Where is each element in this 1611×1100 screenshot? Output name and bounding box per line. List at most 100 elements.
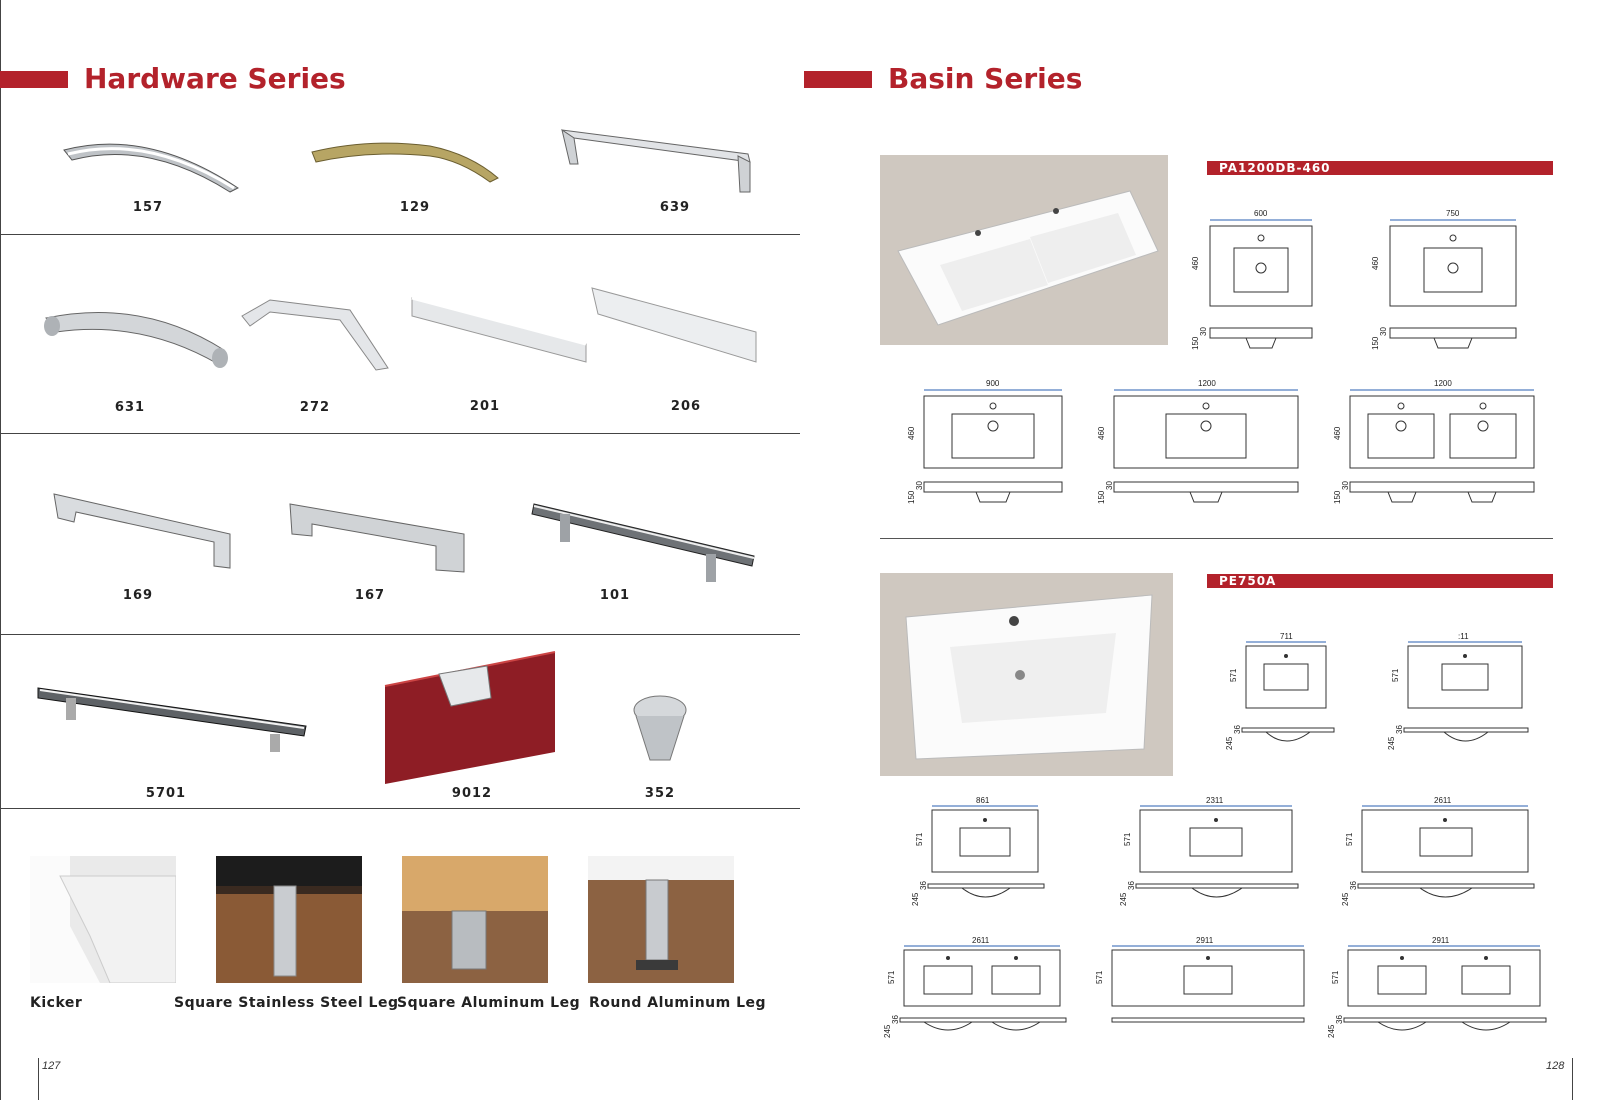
pe750a-diagrams: 711 571 245 36 :11 571 245 36 861 571 24… xyxy=(883,632,1547,1038)
svg-text:30: 30 xyxy=(1379,327,1388,336)
svg-text:245: 245 xyxy=(1387,736,1396,750)
svg-text:571: 571 xyxy=(1345,832,1354,846)
svg-text:460: 460 xyxy=(1371,256,1380,270)
svg-text:571: 571 xyxy=(1123,832,1132,846)
leg-label: Square Aluminum Leg xyxy=(397,995,581,1011)
svg-text:861: 861 xyxy=(976,796,990,805)
handle-631-image xyxy=(42,302,232,377)
svg-text:571: 571 xyxy=(887,970,896,984)
svg-text:600: 600 xyxy=(1254,209,1268,218)
svg-text:245: 245 xyxy=(1119,892,1128,906)
svg-text:36: 36 xyxy=(1335,1015,1344,1024)
svg-text:571: 571 xyxy=(1331,970,1340,984)
svg-text:36: 36 xyxy=(1349,881,1358,890)
svg-text:460: 460 xyxy=(907,426,916,440)
left-page-border xyxy=(0,0,1,1100)
svg-text:245: 245 xyxy=(1327,1024,1336,1038)
basin-title-bar xyxy=(804,71,872,88)
handle-9012-image xyxy=(383,650,558,790)
svg-text:150: 150 xyxy=(1191,336,1200,350)
svg-text:36: 36 xyxy=(919,881,928,890)
leg-label: Square Stainless Steel Leg xyxy=(174,995,399,1011)
round-aluminum-leg-photo xyxy=(588,856,734,983)
svg-text:1200: 1200 xyxy=(1434,379,1452,388)
svg-text:2911: 2911 xyxy=(1432,936,1450,945)
page-number-right: 128 xyxy=(1546,1060,1565,1072)
handle-code: 101 xyxy=(599,588,631,603)
svg-text:36: 36 xyxy=(1395,725,1404,734)
handle-code: 639 xyxy=(659,200,691,215)
svg-text:2611: 2611 xyxy=(1434,796,1452,805)
handle-129-image xyxy=(310,132,500,197)
handle-206-image xyxy=(590,286,760,371)
svg-text:571: 571 xyxy=(915,832,924,846)
handle-code: 201 xyxy=(469,399,501,414)
svg-text:900: 900 xyxy=(986,379,1000,388)
model-divider xyxy=(880,538,1553,539)
svg-text:2911: 2911 xyxy=(1196,936,1214,945)
svg-text:750: 750 xyxy=(1446,209,1460,218)
handle-code: 169 xyxy=(122,588,154,603)
handle-code: 157 xyxy=(132,200,164,215)
row-divider xyxy=(0,634,800,635)
handle-167-image xyxy=(288,500,468,579)
handle-code: 9012 xyxy=(451,786,493,801)
handle-code: 631 xyxy=(114,400,146,415)
leg-label: Kicker xyxy=(30,995,83,1011)
left-footer-mark xyxy=(38,1058,39,1100)
svg-text:36: 36 xyxy=(1127,881,1136,890)
svg-text:30: 30 xyxy=(1199,327,1208,336)
handle-272-image xyxy=(240,296,400,381)
model-pa1200db-bar: PA1200DB-460 xyxy=(1207,161,1553,175)
square-aluminum-leg-photo xyxy=(402,856,548,983)
svg-text:245: 245 xyxy=(1341,892,1350,906)
hardware-series-title: Hardware Series xyxy=(84,62,346,95)
row-divider xyxy=(0,808,800,809)
svg-text::11: :11 xyxy=(1458,632,1469,641)
basin-pe750a-photo xyxy=(880,573,1173,776)
svg-text:460: 460 xyxy=(1097,426,1106,440)
hardware-title-bar xyxy=(0,71,68,88)
svg-text:1200: 1200 xyxy=(1198,379,1216,388)
handle-code: 272 xyxy=(299,400,331,415)
handle-201-image xyxy=(410,296,590,371)
handle-101-image xyxy=(530,496,760,591)
svg-text:36: 36 xyxy=(891,1015,900,1024)
basin-series-title: Basin Series xyxy=(888,62,1083,95)
model-pe750a-bar: PE750A xyxy=(1207,574,1553,588)
svg-text:36: 36 xyxy=(1233,725,1242,734)
handle-157-image xyxy=(58,130,248,205)
leg-label: Round Aluminum Leg xyxy=(589,995,767,1011)
right-footer-mark xyxy=(1572,1058,1573,1100)
square-stainless-leg-photo xyxy=(216,856,362,983)
svg-text:245: 245 xyxy=(911,892,920,906)
svg-text:571: 571 xyxy=(1095,970,1104,984)
row-divider xyxy=(0,433,800,434)
svg-text:460: 460 xyxy=(1191,256,1200,270)
handle-code: 352 xyxy=(644,786,676,801)
handle-5701-image xyxy=(36,684,311,759)
svg-text:150: 150 xyxy=(907,490,916,504)
handle-code: 129 xyxy=(399,200,431,215)
svg-text:245: 245 xyxy=(1225,736,1234,750)
svg-text:571: 571 xyxy=(1229,668,1238,682)
svg-text:150: 150 xyxy=(1097,490,1106,504)
svg-text:571: 571 xyxy=(1391,668,1400,682)
kicker-photo xyxy=(30,856,176,983)
handle-code: 206 xyxy=(670,399,702,414)
svg-text:30: 30 xyxy=(1341,481,1350,490)
handle-639-image xyxy=(558,126,758,201)
svg-text:150: 150 xyxy=(1371,336,1380,350)
svg-text:245: 245 xyxy=(883,1024,892,1038)
basin-pa1200db-photo xyxy=(880,155,1168,345)
svg-text:30: 30 xyxy=(915,481,924,490)
handle-code: 167 xyxy=(354,588,386,603)
svg-text:711: 711 xyxy=(1280,632,1293,641)
handle-code: 5701 xyxy=(145,786,187,801)
svg-text:2311: 2311 xyxy=(1206,796,1224,805)
row-divider xyxy=(0,234,800,235)
pa1200db-diagrams: 600 460 150 30 750 460 150 30 900 460 15… xyxy=(907,209,1535,504)
knob-352-image xyxy=(630,694,690,769)
svg-text:30: 30 xyxy=(1105,481,1114,490)
svg-text:2611: 2611 xyxy=(972,936,990,945)
